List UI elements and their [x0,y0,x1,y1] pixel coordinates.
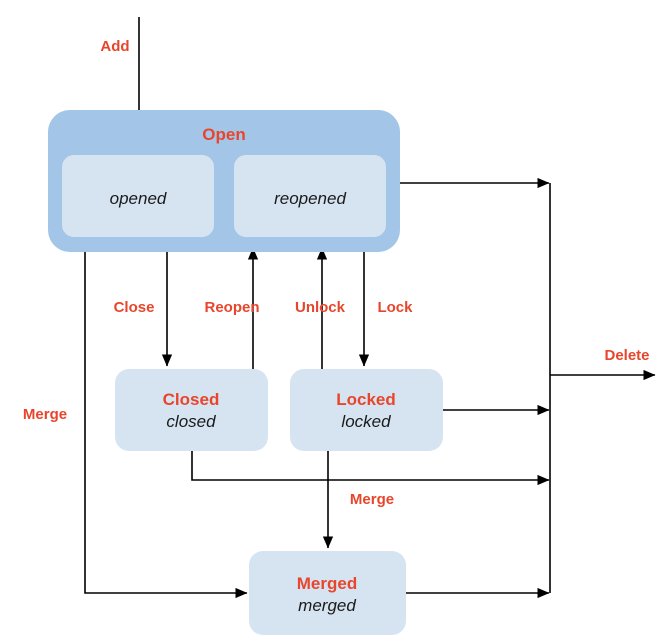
transition-label-merge-left: Merge [23,406,67,423]
state-closed-box[interactable] [115,369,268,451]
transition-label-merge-center: Merge [350,491,394,508]
substate-opened-box[interactable] [62,155,214,237]
state-locked-title: Locked [336,390,396,409]
state-group-open[interactable]: Open opened reopened [48,110,400,252]
transition-label-close: Close [114,299,155,316]
substate-reopened-label: reopened [274,189,346,208]
edges-layer [84,17,656,599]
open-group-title: Open [202,125,245,144]
state-merged-value: merged [298,596,356,615]
transition-label-reopen: Reopen [204,299,259,316]
substate-reopened[interactable]: reopened [234,155,386,237]
state-merged-title: Merged [297,574,357,593]
substate-opened[interactable]: opened [62,155,214,237]
state-closed-value: closed [166,412,216,431]
state-merged[interactable]: Merged merged [249,551,406,635]
edge-merge-left [84,252,248,599]
transition-label-unlock: Unlock [295,299,346,316]
transition-label-add: Add [100,38,129,55]
state-closed-title: Closed [163,390,220,409]
state-merged-box[interactable] [249,551,406,635]
transition-labels-layer: Add Close Reopen Unlock Lock Merge Merge… [23,38,650,508]
substate-opened-label: opened [110,189,167,208]
transition-label-lock: Lock [377,299,413,316]
state-closed[interactable]: Closed closed [115,369,268,451]
substate-reopened-box[interactable] [234,155,386,237]
transition-label-delete: Delete [604,347,649,364]
edge-closed-to-delete-rail [191,450,550,486]
state-locked-value: locked [341,412,391,431]
state-locked-box[interactable] [290,369,443,451]
state-locked[interactable]: Locked locked [290,369,443,451]
